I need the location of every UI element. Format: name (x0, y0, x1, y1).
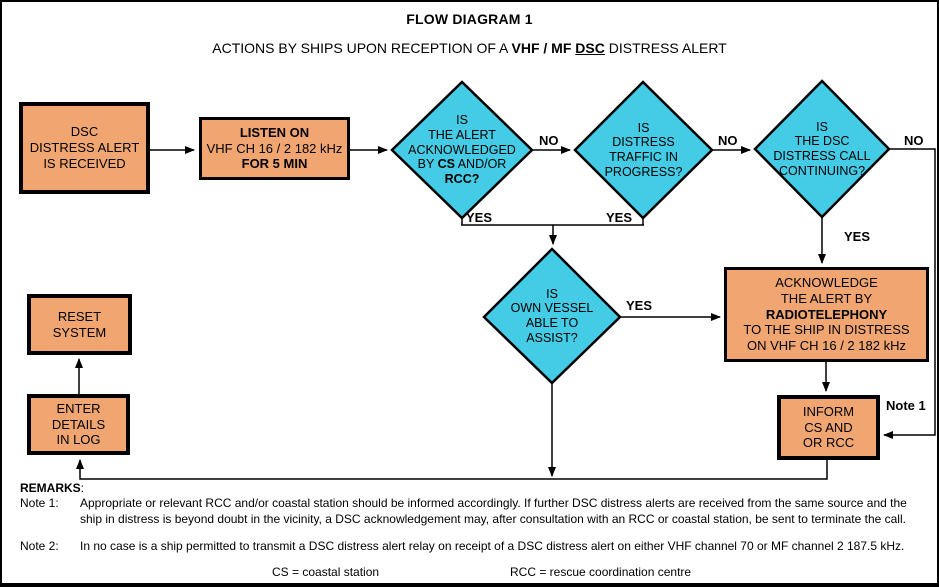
remarks-heading-colon: : (80, 481, 85, 495)
node-text-line: DSC (70, 124, 99, 140)
node-text-line: RESET (57, 308, 102, 324)
subtitle-segment-vhf-mf: VHF / MF (511, 40, 576, 56)
node-text-line: IN LOG (56, 432, 101, 448)
node-text-line: INFORM (802, 403, 855, 419)
legend-rcc: RCC = rescue coordination centre (510, 565, 692, 579)
node-text-line: VHF CH 16 / 2 182 kHz (206, 140, 343, 156)
node-text-line: ACKNOWLEDGE (775, 274, 878, 290)
edge-label-yes-1: YES (466, 210, 493, 225)
note2-label: Note 2: (20, 539, 59, 553)
note1-label: Note 1: (20, 496, 59, 510)
subtitle-segment: DISTRESS ALERT (604, 40, 727, 56)
node-text-line: RADIOTELEPHONY (765, 306, 888, 322)
node-text-line: ON VHF CH 16 / 2 182 kHz (747, 338, 906, 354)
node-text-line: ENTER (56, 400, 101, 416)
legend-cs: CS = coastal station (272, 565, 380, 579)
diagram-subtitle: ACTIONS BY SHIPS UPON RECEPTION OF A VHF… (2, 40, 937, 56)
node-reset-system: RESET SYSTEM (27, 294, 132, 355)
node-inform-cs-rcc: INFORM CS AND OR RCC (777, 395, 880, 460)
edge-inform-to-log (76, 459, 828, 480)
remarks-heading: REMARKS: (20, 481, 84, 495)
node-text-line: LISTEN ON (239, 124, 310, 140)
node-text-line: DISTRESS ALERT (29, 140, 140, 156)
node-text-line: FOR 5 MIN (241, 156, 308, 172)
connectors (75, 146, 936, 480)
decision-diamonds (390, 79, 891, 385)
node-text-line: SYSTEM (52, 324, 107, 340)
node-listen-vhf: LISTEN ON VHF CH 16 / 2 182 kHz FOR 5 MI… (199, 117, 350, 180)
edge-label-yes-4: YES (626, 298, 653, 313)
node-dsc-alert-received: DSC DISTRESS ALERT IS RECEIVED (19, 102, 150, 194)
subtitle-segment: ACTIONS BY SHIPS UPON RECEPTION OF A (212, 40, 512, 56)
edge-label-no-2: NO (718, 133, 738, 148)
edge-label-no-1: NO (539, 133, 559, 148)
node-text-line: THE ALERT BY (780, 290, 873, 306)
note1-reference-label: Note 1 (886, 398, 926, 413)
decision-distress-traffic (573, 80, 714, 220)
subtitle-segment-dsc: DSC (575, 40, 605, 56)
edge-no-continuing-to-inform (883, 148, 936, 439)
node-acknowledge-radiotelephony: ACKNOWLEDGE THE ALERT BY RADIOTELEPHONY … (724, 267, 929, 362)
note2-text: In no case is a ship permitted to transm… (80, 539, 905, 553)
remarks-heading-text: REMARKS (20, 481, 81, 495)
edge-label-yes-3: YES (844, 229, 871, 244)
diagram-title: FLOW DIAGRAM 1 (406, 11, 533, 27)
edge-label-no-3: NO (904, 133, 924, 148)
node-text-line: CS AND (804, 419, 853, 435)
node-text-line: IS RECEIVED (43, 155, 126, 171)
node-text-line: TO THE SHIP IN DISTRESS (743, 322, 910, 338)
edge-label-yes-2: YES (606, 210, 633, 225)
node-text-line: DETAILS (51, 416, 106, 432)
decision-able-to-assist (482, 247, 622, 385)
decision-alert-acknowledged (390, 80, 534, 220)
node-text-line: OR RCC (802, 435, 855, 451)
decision-call-continuing (753, 79, 891, 219)
node-enter-details-log: ENTER DETAILS IN LOG (27, 394, 130, 455)
note1-text: Appropriate or relevant RCC and/or coast… (80, 496, 907, 526)
